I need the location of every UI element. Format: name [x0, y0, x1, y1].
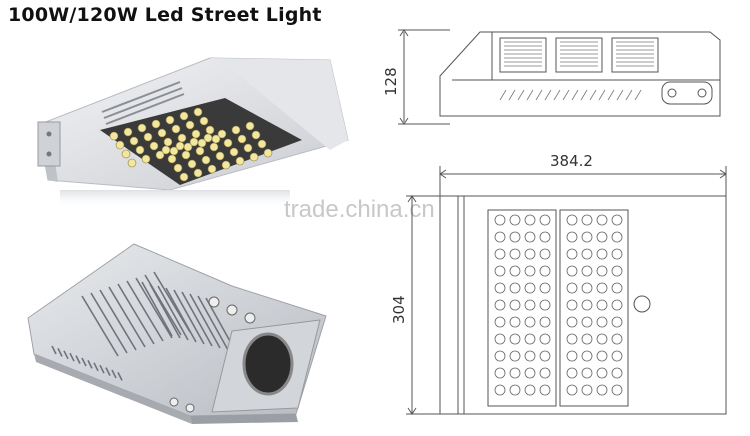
led-chip: [135, 145, 145, 155]
led-chip: [181, 150, 191, 160]
led-chip: [175, 141, 185, 151]
width-dimension-label: 384.2: [550, 152, 593, 170]
led-chip: [127, 158, 137, 168]
led-chip: [167, 154, 177, 164]
led-chip: [205, 125, 215, 135]
led-chip: [195, 146, 205, 156]
led-chip: [115, 140, 125, 150]
led-chip: [209, 142, 219, 152]
led-chip: [155, 150, 165, 160]
led-chip: [171, 124, 181, 134]
led-chip: [165, 115, 175, 125]
led-chip: [201, 155, 211, 165]
led-chip: [193, 107, 203, 117]
led-chip: [137, 123, 147, 133]
led-chip: [263, 148, 273, 158]
led-chip: [177, 133, 187, 143]
led-chip: [229, 147, 239, 157]
product-photo-back: [27, 243, 327, 424]
side-vent-lines: [499, 41, 654, 101]
led-chip: [231, 125, 241, 135]
led-chip: [257, 139, 267, 149]
led-chip: [123, 127, 133, 137]
led-chip: [245, 121, 255, 131]
led-chip: [251, 130, 261, 140]
watermark: trade.china.cn: [284, 196, 435, 223]
led-chip: [221, 160, 231, 170]
led-chip: [141, 154, 151, 164]
led-chip: [151, 119, 161, 129]
led-chip: [199, 116, 209, 126]
page-title: 100W/120W Led Street Light: [8, 4, 322, 26]
led-array: [109, 107, 273, 182]
led-chip: [129, 136, 139, 146]
led-chip: [207, 164, 217, 174]
led-chip: [109, 131, 119, 141]
led-chip: [179, 172, 189, 182]
cable-port: [242, 332, 294, 396]
drawing-top-view: 384.2 304: [390, 152, 727, 415]
led-chip: [203, 133, 213, 143]
led-chip: [223, 138, 233, 148]
led-chip: [237, 134, 247, 144]
plan-led-grid: [494, 214, 623, 396]
height-dimension-label: 128: [382, 67, 400, 96]
led-chip: [191, 129, 201, 139]
led-chip: [217, 129, 227, 139]
led-chip: [173, 163, 183, 173]
led-chip: [185, 120, 195, 130]
led-chip: [235, 156, 245, 166]
product-photo-front: [37, 57, 349, 208]
led-chip: [193, 168, 203, 178]
led-chip: [149, 141, 159, 151]
led-chip: [249, 152, 259, 162]
depth-dimension-label: 304: [390, 295, 408, 324]
drawing-side-view: 128: [382, 29, 721, 125]
led-chip: [163, 137, 173, 147]
led-chip: [215, 151, 225, 161]
led-chip: [121, 149, 131, 159]
led-chip: [187, 159, 197, 169]
led-chip: [243, 143, 253, 153]
led-chip: [179, 111, 189, 121]
led-chip: [143, 132, 153, 142]
led-chip: [189, 137, 199, 147]
led-chip: [161, 145, 171, 155]
led-chip: [157, 128, 167, 138]
